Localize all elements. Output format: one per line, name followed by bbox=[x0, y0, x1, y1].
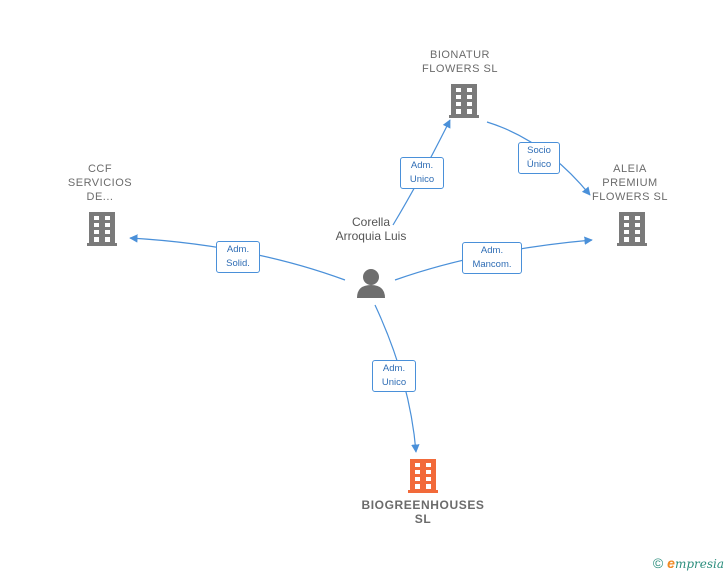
building-icon-biogreenhouses bbox=[408, 459, 438, 493]
edge-label-adm-unico-bionatur: Adm. Unico bbox=[400, 157, 444, 189]
edge-label-adm-unico-biogreen: Adm. Unico bbox=[372, 360, 416, 392]
building-icon-ccf bbox=[87, 212, 117, 246]
node-label-ccf[interactable]: CCF SERVICIOS DE... bbox=[67, 163, 133, 203]
node-label-bionatur[interactable]: BIONATUR FLOWERS SL bbox=[422, 49, 498, 75]
node-label-aleia[interactable]: ALEIA PREMIUM FLOWERS SL bbox=[592, 163, 668, 203]
brand-logo: empresia bbox=[667, 555, 724, 571]
copyright-icon: © bbox=[652, 555, 664, 571]
edge-label-adm-solid: Adm. Solid. bbox=[216, 241, 260, 273]
building-icon-bionatur bbox=[449, 84, 479, 118]
building-windows bbox=[94, 88, 640, 489]
node-label-biogreenhouses[interactable]: BIOGREENHOUSES SL bbox=[361, 498, 485, 526]
person-icon bbox=[357, 269, 385, 298]
node-label-person[interactable]: Corella Arroquia Luis bbox=[335, 215, 407, 243]
building-icon-aleia bbox=[617, 212, 647, 246]
footer-brand[interactable]: © empresia bbox=[653, 555, 724, 571]
edge-label-adm-mancom: Adm. Mancom. bbox=[462, 242, 522, 274]
edge-label-socio-unico: Socio Único bbox=[518, 142, 560, 174]
